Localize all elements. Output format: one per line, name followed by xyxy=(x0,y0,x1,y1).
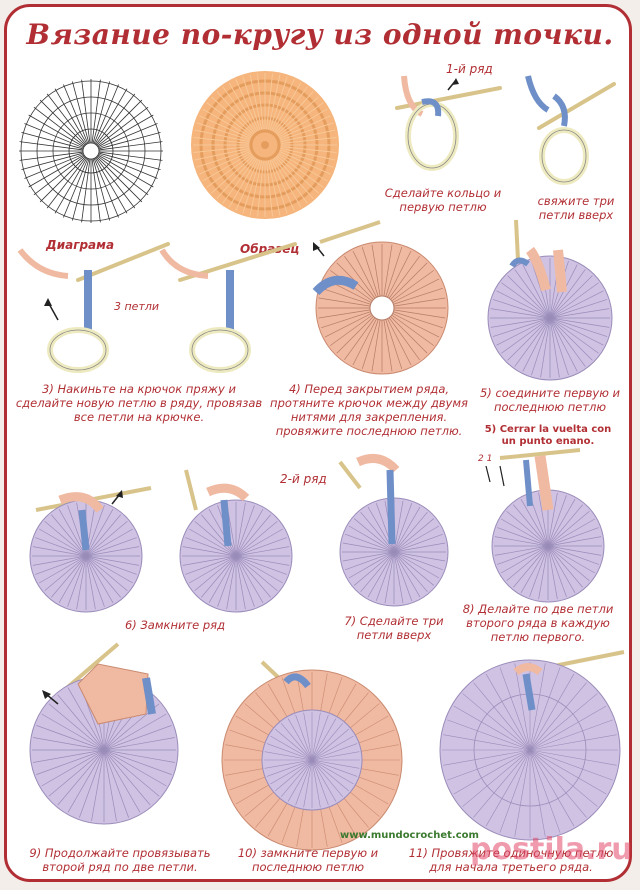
label-arrow-numbers: 2 1 xyxy=(478,454,493,464)
label-row1: 1-й ряд xyxy=(446,62,493,76)
spanish-note: 5) Cerrar la vuelta con un punto enano. xyxy=(484,424,612,447)
step11-illustration xyxy=(439,650,625,841)
label-diagram: Диаграма xyxy=(46,238,115,252)
caption-step9: 9) Продолжайте провязывать второй ряд по… xyxy=(29,846,211,874)
caption-step4: 4) Перед закрытием ряда, протяните крючо… xyxy=(270,382,468,438)
caption-step3: 3) Накиньте на крючок пряжу и сделайте н… xyxy=(15,382,263,424)
caption-step7: 7) Сделайте три петли вверх xyxy=(344,614,444,642)
crochet-chart-diagram xyxy=(19,79,163,223)
caption-step6: 6) Замкните ряд xyxy=(124,618,226,632)
page-title: Вязание по-кругу из одной точки. xyxy=(26,18,614,51)
step4-disk-illustration xyxy=(312,220,449,375)
step8-illustration xyxy=(485,448,605,603)
step1-ring-illustration xyxy=(395,75,502,171)
caption-step5: 5) соедините первую и последнюю петлю xyxy=(479,386,621,414)
label-row2: 2-й ряд xyxy=(280,472,327,486)
step3a-illustration xyxy=(17,242,170,373)
step7-illustration xyxy=(338,453,449,607)
step3b-illustration xyxy=(159,242,297,373)
label-three-loops: 3 петли xyxy=(114,300,160,313)
caption-step1: Сделайте кольцо и первую петлю xyxy=(384,186,502,214)
step6b-illustration xyxy=(179,469,293,613)
crochet-sample-photo xyxy=(191,71,339,219)
step10-illustration xyxy=(221,660,403,851)
caption-step2: свяжите три петли вверх xyxy=(537,194,615,222)
step5-disk-illustration xyxy=(487,219,613,381)
step9-illustration xyxy=(29,642,179,825)
step6a-illustration xyxy=(29,486,152,613)
caption-step10: 10) замкните первую и последнюю петлю xyxy=(237,846,379,874)
site-url: www.mundocrochet.com xyxy=(340,830,479,841)
caption-step11: 11) Провяжите одиночную петлю для начала… xyxy=(408,846,614,874)
caption-step8: 8) Делайте по две петли второго ряда в к… xyxy=(462,602,614,644)
step2-loops-illustration xyxy=(525,75,616,185)
watermark: postila.ru xyxy=(470,832,633,867)
